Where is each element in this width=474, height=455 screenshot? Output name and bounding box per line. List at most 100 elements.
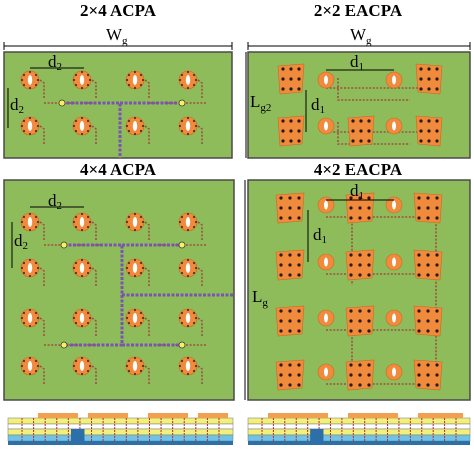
spacing-x-label-p4: d xyxy=(350,181,359,200)
spacing-y-label-p1: d xyxy=(10,95,19,114)
eacpa-element xyxy=(275,249,305,281)
acpa-element xyxy=(178,356,198,376)
via xyxy=(297,139,301,143)
via xyxy=(74,359,78,363)
via xyxy=(417,363,421,367)
probe-feed xyxy=(71,429,85,441)
via xyxy=(20,78,24,82)
via xyxy=(186,86,190,90)
via xyxy=(180,271,184,275)
panel-title-4x4-acpa: 4×4 ACPA xyxy=(80,160,157,179)
via xyxy=(279,196,283,200)
trunk-line xyxy=(64,243,234,297)
via xyxy=(367,329,371,333)
via xyxy=(72,316,76,320)
via xyxy=(36,220,40,224)
via xyxy=(127,225,131,229)
via xyxy=(427,67,431,71)
junction-point xyxy=(178,99,186,107)
via xyxy=(141,78,145,82)
feed-line xyxy=(91,79,97,98)
spacing-y-sub-p1: 2 xyxy=(19,104,25,116)
layer-top-metal xyxy=(418,413,463,418)
feed-line xyxy=(39,317,45,336)
via xyxy=(28,70,32,74)
via xyxy=(351,129,355,133)
length-dimension-p2: Lg2 xyxy=(245,52,271,158)
via xyxy=(279,319,283,323)
via xyxy=(426,253,430,257)
panel-title-2x2-eacpa: 2×2 EACPA xyxy=(314,1,403,20)
via xyxy=(74,129,78,133)
via xyxy=(192,369,196,373)
via xyxy=(80,116,84,120)
eacpa-feed-element xyxy=(385,117,403,135)
spacing-x-label-p3: d xyxy=(48,191,57,210)
via xyxy=(80,274,84,278)
acpa-element xyxy=(72,70,92,90)
via xyxy=(80,70,84,74)
via xyxy=(359,119,363,123)
via xyxy=(192,321,196,325)
feed-network-p3 xyxy=(39,221,234,384)
via xyxy=(426,319,430,323)
via xyxy=(427,129,431,133)
svg-text:d1: d1 xyxy=(350,52,364,73)
via xyxy=(417,273,421,277)
feed-slot xyxy=(392,257,396,267)
via xyxy=(435,206,439,210)
via xyxy=(22,119,26,123)
acpa-element xyxy=(178,116,198,136)
layer-top-metal xyxy=(268,413,328,418)
feed-line xyxy=(197,221,203,240)
eacpa-element xyxy=(415,63,443,95)
via xyxy=(417,373,421,377)
width-dimension-p1: Wg xyxy=(3,25,233,50)
acpa-element xyxy=(72,356,92,376)
layer-bond xyxy=(247,423,471,430)
via xyxy=(288,329,292,333)
spacing-x-p1: d2 xyxy=(30,52,84,73)
via xyxy=(36,316,40,320)
spacing-y-p2: d1 xyxy=(305,90,325,132)
length-label-p2: L xyxy=(250,92,260,111)
via xyxy=(417,309,421,313)
via xyxy=(192,311,196,315)
feed-slot xyxy=(185,217,191,227)
feed-line xyxy=(39,365,45,384)
via xyxy=(86,311,90,315)
spacing-y-label-p3: d xyxy=(14,231,23,250)
via xyxy=(22,369,26,373)
via xyxy=(288,196,292,200)
via xyxy=(88,78,92,82)
via xyxy=(367,309,371,313)
via xyxy=(34,271,38,275)
via xyxy=(192,119,196,123)
layer-mid-substrate xyxy=(247,428,471,436)
via xyxy=(127,359,131,363)
svg-text:Wg: Wg xyxy=(350,25,372,47)
via xyxy=(194,124,198,128)
via xyxy=(139,83,143,87)
spacing-x-p4: d1 xyxy=(326,181,394,202)
via xyxy=(139,225,143,229)
feed-slot xyxy=(324,200,328,210)
panel-title-4x2-eacpa: 4×2 EACPA xyxy=(314,160,403,179)
via xyxy=(180,359,184,363)
via xyxy=(133,258,137,262)
via xyxy=(180,369,184,373)
via xyxy=(125,78,129,82)
via xyxy=(125,316,129,320)
layer-top-metal xyxy=(88,413,128,418)
via xyxy=(288,273,292,277)
eacpa-element xyxy=(415,115,443,147)
via xyxy=(22,271,26,275)
via xyxy=(435,383,439,387)
via xyxy=(141,266,145,270)
via xyxy=(297,373,301,377)
via xyxy=(419,87,423,91)
trunk-line xyxy=(62,101,122,158)
feed-slot xyxy=(79,75,85,85)
spacing-y-label-p2: d xyxy=(311,95,320,114)
